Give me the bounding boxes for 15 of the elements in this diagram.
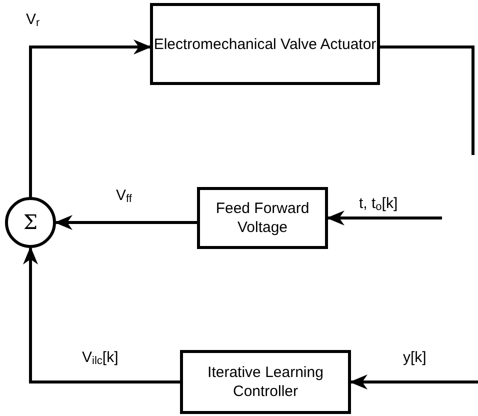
edge-label: V$_{r}$: [25, 11, 41, 29]
arrow: [29, 40, 152, 197]
connector-line: [380, 46, 474, 155]
edge-label: V$_{ff}$: [115, 187, 133, 205]
process-box: Iterative Learning Controller: [180, 350, 351, 414]
arrow: [54, 215, 197, 230]
process-box: Electromechanical Valve Actuator: [150, 3, 380, 85]
edge-label: t, t$_{o}$[k]: [358, 195, 399, 213]
edge-label: V$_{ilc}$[k]: [81, 349, 120, 367]
summing-junction: Σ: [5, 197, 56, 248]
arrow: [350, 374, 478, 390]
arrow: [23, 246, 180, 384]
process-box: Feed Forward Voltage: [197, 187, 328, 249]
edge-label: y[k]: [402, 349, 428, 366]
arrow: [326, 210, 442, 226]
